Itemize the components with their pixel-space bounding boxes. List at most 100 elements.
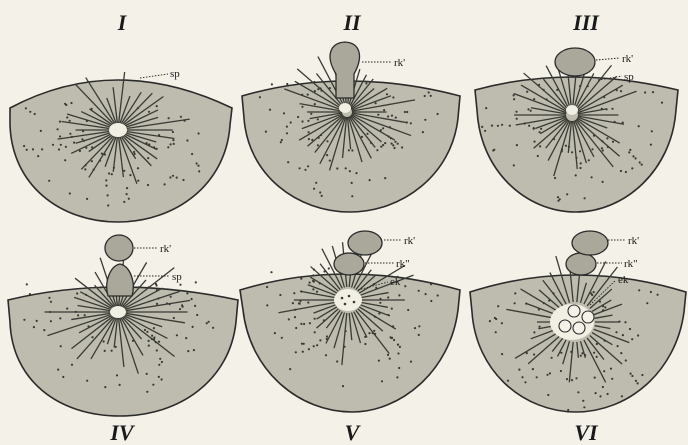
panel-3-yolk-dot <box>620 170 622 172</box>
panel-1-yolk-dot <box>133 151 135 153</box>
panel-1-yolk-dot <box>65 146 67 148</box>
panel-1-yolk-dot <box>172 131 174 133</box>
panel-6-yolk-dot <box>620 352 622 354</box>
panel-1-yolk-dot <box>69 120 71 122</box>
panel-5-yolk-dot <box>364 336 366 338</box>
panel-3-yolk-dot <box>603 96 605 98</box>
panel-1-yolk-dot <box>64 159 66 161</box>
panel-3-yolk-dot <box>485 107 487 109</box>
panel-4-yolk-dot <box>193 349 195 351</box>
panel-4-yolk-dot <box>76 292 78 294</box>
panel-2-yolk-dot <box>370 142 372 144</box>
panel-6-yolk-dot <box>548 300 550 302</box>
panel-2-yolk-dot <box>321 195 323 197</box>
panel-3-yolk-dot <box>491 125 493 127</box>
panel-3-yolk-dot <box>516 118 518 120</box>
panel-3-yolk-dot <box>516 144 518 146</box>
panel-5-yolk-dot <box>300 290 302 292</box>
panel-4-yolk-dot <box>153 327 155 329</box>
panel-2-yolk-dot <box>392 144 394 146</box>
panel-1-yolk-dot <box>37 155 39 157</box>
panel-2-yolk-dot <box>317 118 319 120</box>
panel-2-yolk-dot <box>389 126 391 128</box>
panel-4-yolk-dot <box>155 283 157 285</box>
panel-5-yolk-dot <box>397 344 399 346</box>
panel-6-yolk-dot <box>625 359 627 361</box>
panel-1-leader-sp <box>140 74 168 78</box>
panel-2-yolk-dot <box>307 94 309 96</box>
panel-4-yolk-dot <box>157 297 159 299</box>
panel-3-yolk-dot <box>607 146 609 148</box>
panel-1-yolk-dot <box>113 167 115 169</box>
panel-3-yolk-dot <box>571 151 573 153</box>
panel-1-yolk-dot <box>180 116 182 118</box>
panel-6-yolk-dot <box>551 357 553 359</box>
panel-2-yolk-dot <box>297 116 299 118</box>
panel-1-yolk-dot <box>91 108 93 110</box>
panel-6-yolk-dot <box>526 352 528 354</box>
panel-2-yolk-dot <box>269 109 271 111</box>
panel-5-yolk-dot <box>342 385 344 387</box>
panel-6-yolk-dot <box>618 321 620 323</box>
panel-5-yolk-dot <box>391 337 393 339</box>
panel-2-yolk-dot <box>355 172 357 174</box>
panel-3-label-sp: sp <box>624 71 634 83</box>
panel-2-yolk-dot <box>369 179 371 181</box>
panel-2-yolk-dot <box>315 182 317 184</box>
panel-6-yolk-dot <box>650 291 652 293</box>
panel-1-yolk-dot <box>91 146 93 148</box>
panel-1-yolk-dot <box>126 193 128 195</box>
panel-1-yolk-dot <box>184 120 186 122</box>
panel-4-label-rk1: rk' <box>160 243 171 255</box>
panel-4-yolk-dot <box>71 364 73 366</box>
panel-1-yolk-dot <box>70 102 72 104</box>
panel-6-yolk-dot <box>583 406 585 408</box>
panel-5-yolk-dot <box>378 360 380 362</box>
panel-5-label-rk1: rk' <box>404 235 415 247</box>
panel-5-yolk-dot <box>281 337 283 339</box>
panel-4-yolk-dot <box>185 337 187 339</box>
panel-1-yolk-dot <box>71 136 73 138</box>
panel-3-yolk-dot <box>606 137 608 139</box>
panel-2-yolk-dot <box>375 102 377 104</box>
panel-2-yolk-dot <box>380 129 382 131</box>
panel-5-yolk-dot <box>396 376 398 378</box>
panel-6-yolk-dot <box>538 326 540 328</box>
panel-6-nucleus <box>568 305 580 317</box>
panel-6-yolk-dot <box>532 368 534 370</box>
panel-6-yolk-dot <box>595 392 597 394</box>
panel-3-yolk-dot <box>526 91 528 93</box>
panel-6-nucleus <box>582 311 594 323</box>
panel-2-yolk-dot <box>280 141 282 143</box>
panel-1-yolk-dot <box>105 185 107 187</box>
panel-6-yolk-dot <box>615 331 617 333</box>
panel-6-yolk-dot <box>497 305 499 307</box>
panel-4-yolk-dot <box>166 302 168 304</box>
panel-6-yolk-dot <box>507 380 509 382</box>
panel-4-polar-body <box>105 235 133 261</box>
panel-2-yolk-dot <box>382 127 384 129</box>
panel-4-yolk-dot <box>208 321 210 323</box>
panel-6-yolk-dot <box>552 292 554 294</box>
panel-5-yolk-dot <box>437 294 439 296</box>
panel-2-yolk-dot <box>345 167 347 169</box>
panel-4: IV rk' sp <box>8 235 238 445</box>
panel-3-yolk-dot <box>584 197 586 199</box>
panel-5-yolk-dot <box>399 346 401 348</box>
panel-5-yolk-dot <box>328 267 330 269</box>
panel-5-yolk-dot <box>392 325 394 327</box>
panel-4-yolk-dot <box>148 345 150 347</box>
panel-1-yolk-dot <box>91 160 93 162</box>
panel-5-yolk-dot <box>266 286 268 288</box>
panel-1-yolk-dot <box>126 187 128 189</box>
panel-2-yolk-dot <box>437 113 439 115</box>
panel-2-yolk-dot <box>393 147 395 149</box>
panel-5-yolk-dot <box>373 330 375 332</box>
panel-1-yolk-dot <box>81 138 83 140</box>
panel-5-yolk-dot <box>387 354 389 356</box>
panel-6-yolk-dot <box>584 354 586 356</box>
panel-6-yolk-dot <box>577 391 579 393</box>
panel-5-numeral: V <box>345 420 362 445</box>
panel-4-yolk-dot <box>186 292 188 294</box>
panel-1-yolk-dot <box>58 148 60 150</box>
